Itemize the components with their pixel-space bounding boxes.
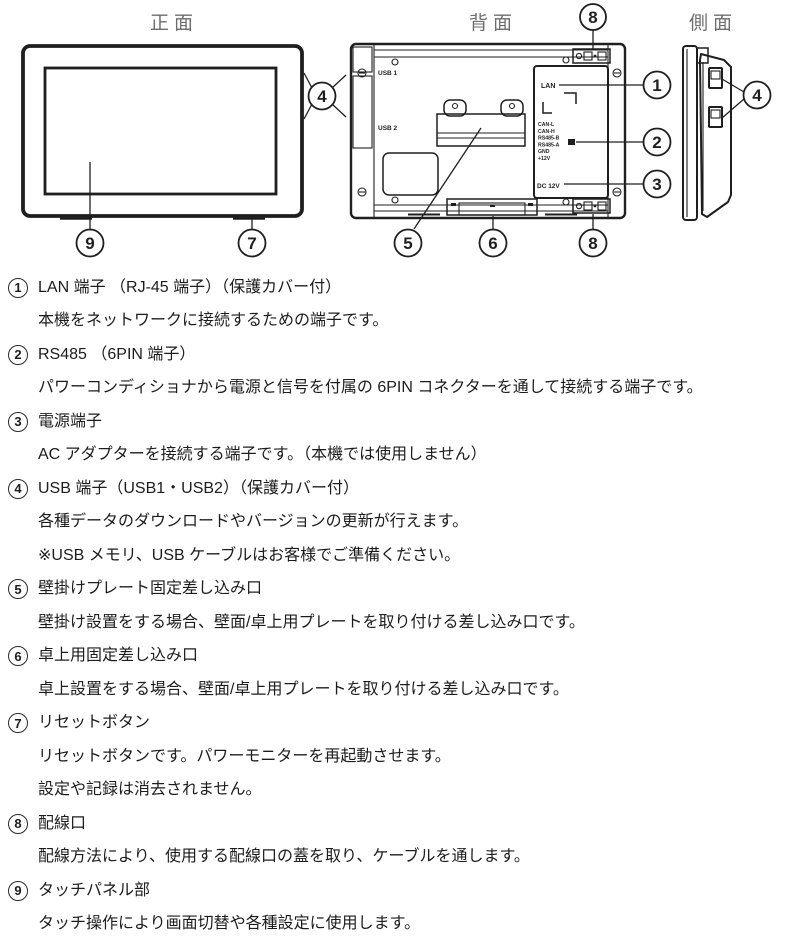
svg-text:8: 8	[588, 234, 597, 253]
wiring-port-top	[572, 48, 611, 64]
side-usb-port-1	[708, 67, 723, 89]
item-9-desc: タッチ操作により画面切替や各種設定に使用します。	[38, 915, 421, 933]
item-7-title: 7 リセットボタン	[8, 707, 783, 741]
svg-text:8: 8	[588, 8, 597, 27]
item-5-desc: 壁掛け設置をする場合、壁面/卓上用プレートを取り付ける差し込み口です。	[38, 613, 585, 631]
callout-6: 6	[478, 228, 508, 258]
lan-port-label: LAN	[541, 83, 555, 90]
svg-text:CAN-H: CAN-H	[538, 129, 555, 135]
desk-mount-slot	[446, 198, 538, 216]
item-6-title: 6 卓上用固定差し込み口	[8, 640, 783, 674]
item-7-desc-2: 設定や記録は消去されません。	[38, 781, 262, 799]
svg-text:9: 9	[85, 234, 94, 253]
callout-9: 9	[75, 228, 105, 258]
device-views-diagram: 正面 背面 側面	[0, 0, 787, 265]
front-view	[21, 44, 304, 229]
wiring-port-bottom	[572, 198, 611, 214]
item-2-title: 2 RS485 （6PIN 端子）	[8, 338, 783, 372]
item-4-desc-2: ※USB メモリ、USB ケーブルはお客様でご準備ください。	[38, 546, 461, 564]
front-screen	[43, 66, 278, 196]
side-view-title: 側面	[689, 12, 737, 34]
item-8-title: 8 配線口	[8, 807, 783, 841]
back-lower-opening	[382, 152, 439, 196]
item-5-title: 5 壁掛けプレート固定差し込み口	[8, 573, 783, 607]
wall-mount-plate	[436, 99, 526, 147]
back-view-title: 背面	[469, 12, 517, 34]
item-5-title-text: 壁掛けプレート固定差し込み口	[38, 580, 263, 598]
item-2-desc: パワーコンディショナから電源と信号を付属の 6PIN コネクターを通して接続する…	[38, 379, 703, 397]
item-6-title-text: 卓上用固定差し込み口	[38, 647, 199, 665]
item-1-title: 1 LAN 端子 （RJ-45 端子）（保護カバー付）	[8, 271, 783, 305]
item-1-desc: 本機をネットワークに接続するための端子です。	[38, 312, 389, 330]
callout-1: 1	[642, 70, 672, 100]
svg-text:6: 6	[488, 234, 497, 253]
svg-text:4: 4	[752, 86, 762, 105]
svg-text:+12V: +12V	[538, 156, 551, 162]
side-usb-port-2	[708, 106, 723, 128]
item-7-number-badge: 7	[8, 713, 28, 734]
svg-text:GND: GND	[538, 149, 550, 155]
back-body	[349, 42, 627, 220]
svg-text:RS485-A: RS485-A	[538, 142, 560, 148]
front-body	[21, 44, 304, 218]
item-3-number-badge: 3	[8, 411, 28, 432]
item-4-desc-1: 各種データのダウンロードやバージョンの更新が行えます。	[38, 513, 469, 531]
callout-5: 5	[393, 228, 423, 258]
item-8-desc: 配線方法により、使用する配線口の蓋を取り、ケーブルを通します。	[38, 848, 530, 866]
item-5-number-badge: 5	[8, 579, 28, 600]
callout-7: 7	[237, 228, 267, 258]
side-back-body	[699, 53, 732, 218]
callout-4-right: 4	[742, 80, 772, 110]
item-9-number-badge: 9	[8, 880, 28, 901]
side-front-slab	[682, 45, 698, 221]
item-6-number-badge: 6	[8, 646, 28, 667]
svg-text:7: 7	[247, 234, 256, 253]
back-view: USB 1 USB 2 LAN	[349, 30, 643, 230]
item-9-title-text: タッチパネル部	[38, 881, 151, 899]
pin-connector-icon	[568, 139, 575, 145]
item-3-title-text: 電源端子	[38, 412, 103, 430]
callouts: 4 8 1 2 3	[75, 3, 772, 258]
svg-text:4: 4	[317, 87, 327, 106]
side-view	[682, 45, 745, 221]
item-7-title-text: リセットボタン	[38, 714, 151, 732]
usb2-label: USB 2	[378, 125, 398, 132]
svg-text:5: 5	[403, 234, 412, 253]
item-1-number-badge: 1	[8, 277, 28, 298]
callout-2: 2	[642, 127, 672, 157]
rs485-pin-labels: CAN-L CAN-H RS485-B RS485-A GND +12V	[538, 122, 575, 162]
svg-text:3: 3	[652, 175, 661, 194]
svg-text:RS485-B: RS485-B	[538, 136, 560, 142]
item-4-title: 4 USB 端子（USB1・USB2）（保護カバー付）	[8, 472, 783, 506]
item-1-title-text: LAN 端子 （RJ-45 端子）（保護カバー付）	[38, 278, 342, 296]
callout-4-left: 4	[307, 81, 337, 111]
parts-description-list: 1 LAN 端子 （RJ-45 端子）（保護カバー付） 本機をネットワークに接続…	[8, 271, 783, 941]
svg-text:CAN-L: CAN-L	[538, 122, 555, 128]
svg-text:1: 1	[652, 76, 661, 95]
item-3-title: 3 電源端子	[8, 405, 783, 439]
diagram-svg: 正面 背面 側面	[21, 3, 772, 258]
front-view-title: 正面	[150, 13, 198, 34]
item-9-title: 9 タッチパネル部	[8, 874, 783, 908]
item-3-desc: AC アダプターを接続する端子です。（本機では使用しません）	[38, 446, 487, 464]
svg-text:2: 2	[652, 133, 661, 152]
item-4-title-text: USB 端子（USB1・USB2）（保護カバー付）	[38, 479, 359, 497]
callout-8-bottom: 8	[578, 228, 608, 258]
usb1-label: USB 1	[378, 70, 398, 77]
item-8-title-text: 配線口	[38, 814, 87, 832]
item-4-number-badge: 4	[8, 478, 28, 499]
screw-icon	[357, 68, 622, 197]
item-2-title-text: RS485 （6PIN 端子）	[38, 345, 196, 363]
dc-jack-label: DC 12V	[537, 183, 560, 190]
callout-3: 3	[642, 169, 672, 199]
item-6-desc: 卓上設置をする場合、壁面/卓上用プレートを取り付ける差し込み口です。	[38, 680, 569, 698]
connector-panel: LAN CAN-L CAN-H RS485-B RS485-A GND +12V…	[533, 65, 609, 199]
item-7-desc-1: リセットボタンです。パワーモニターを再起動させます。	[38, 747, 451, 765]
callout-8-top: 8	[579, 3, 607, 31]
item-8-number-badge: 8	[8, 813, 28, 834]
item-2-number-badge: 2	[8, 344, 28, 365]
